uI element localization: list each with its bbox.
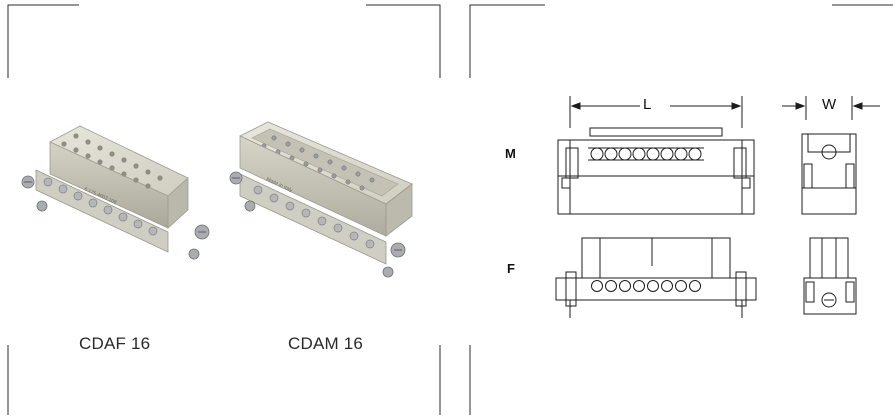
dimension-label-length: L: [643, 96, 652, 113]
row-label-male: M: [505, 146, 516, 161]
row-label-female: F: [507, 261, 515, 276]
m-terminal-screws: [590, 147, 702, 161]
cdaf16-connector-image: 6.175.4003.108: [21, 125, 210, 260]
product-label-cdam16: CDAM 16: [288, 334, 364, 353]
dimension-drawing: [555, 96, 880, 318]
cdam16-connector-image: Made in Italy: [229, 121, 413, 278]
f-terminal-screws: [591, 280, 701, 292]
dimension-label-width: W: [822, 96, 837, 113]
product-label-cdaf16: CDAF 16: [79, 334, 151, 353]
